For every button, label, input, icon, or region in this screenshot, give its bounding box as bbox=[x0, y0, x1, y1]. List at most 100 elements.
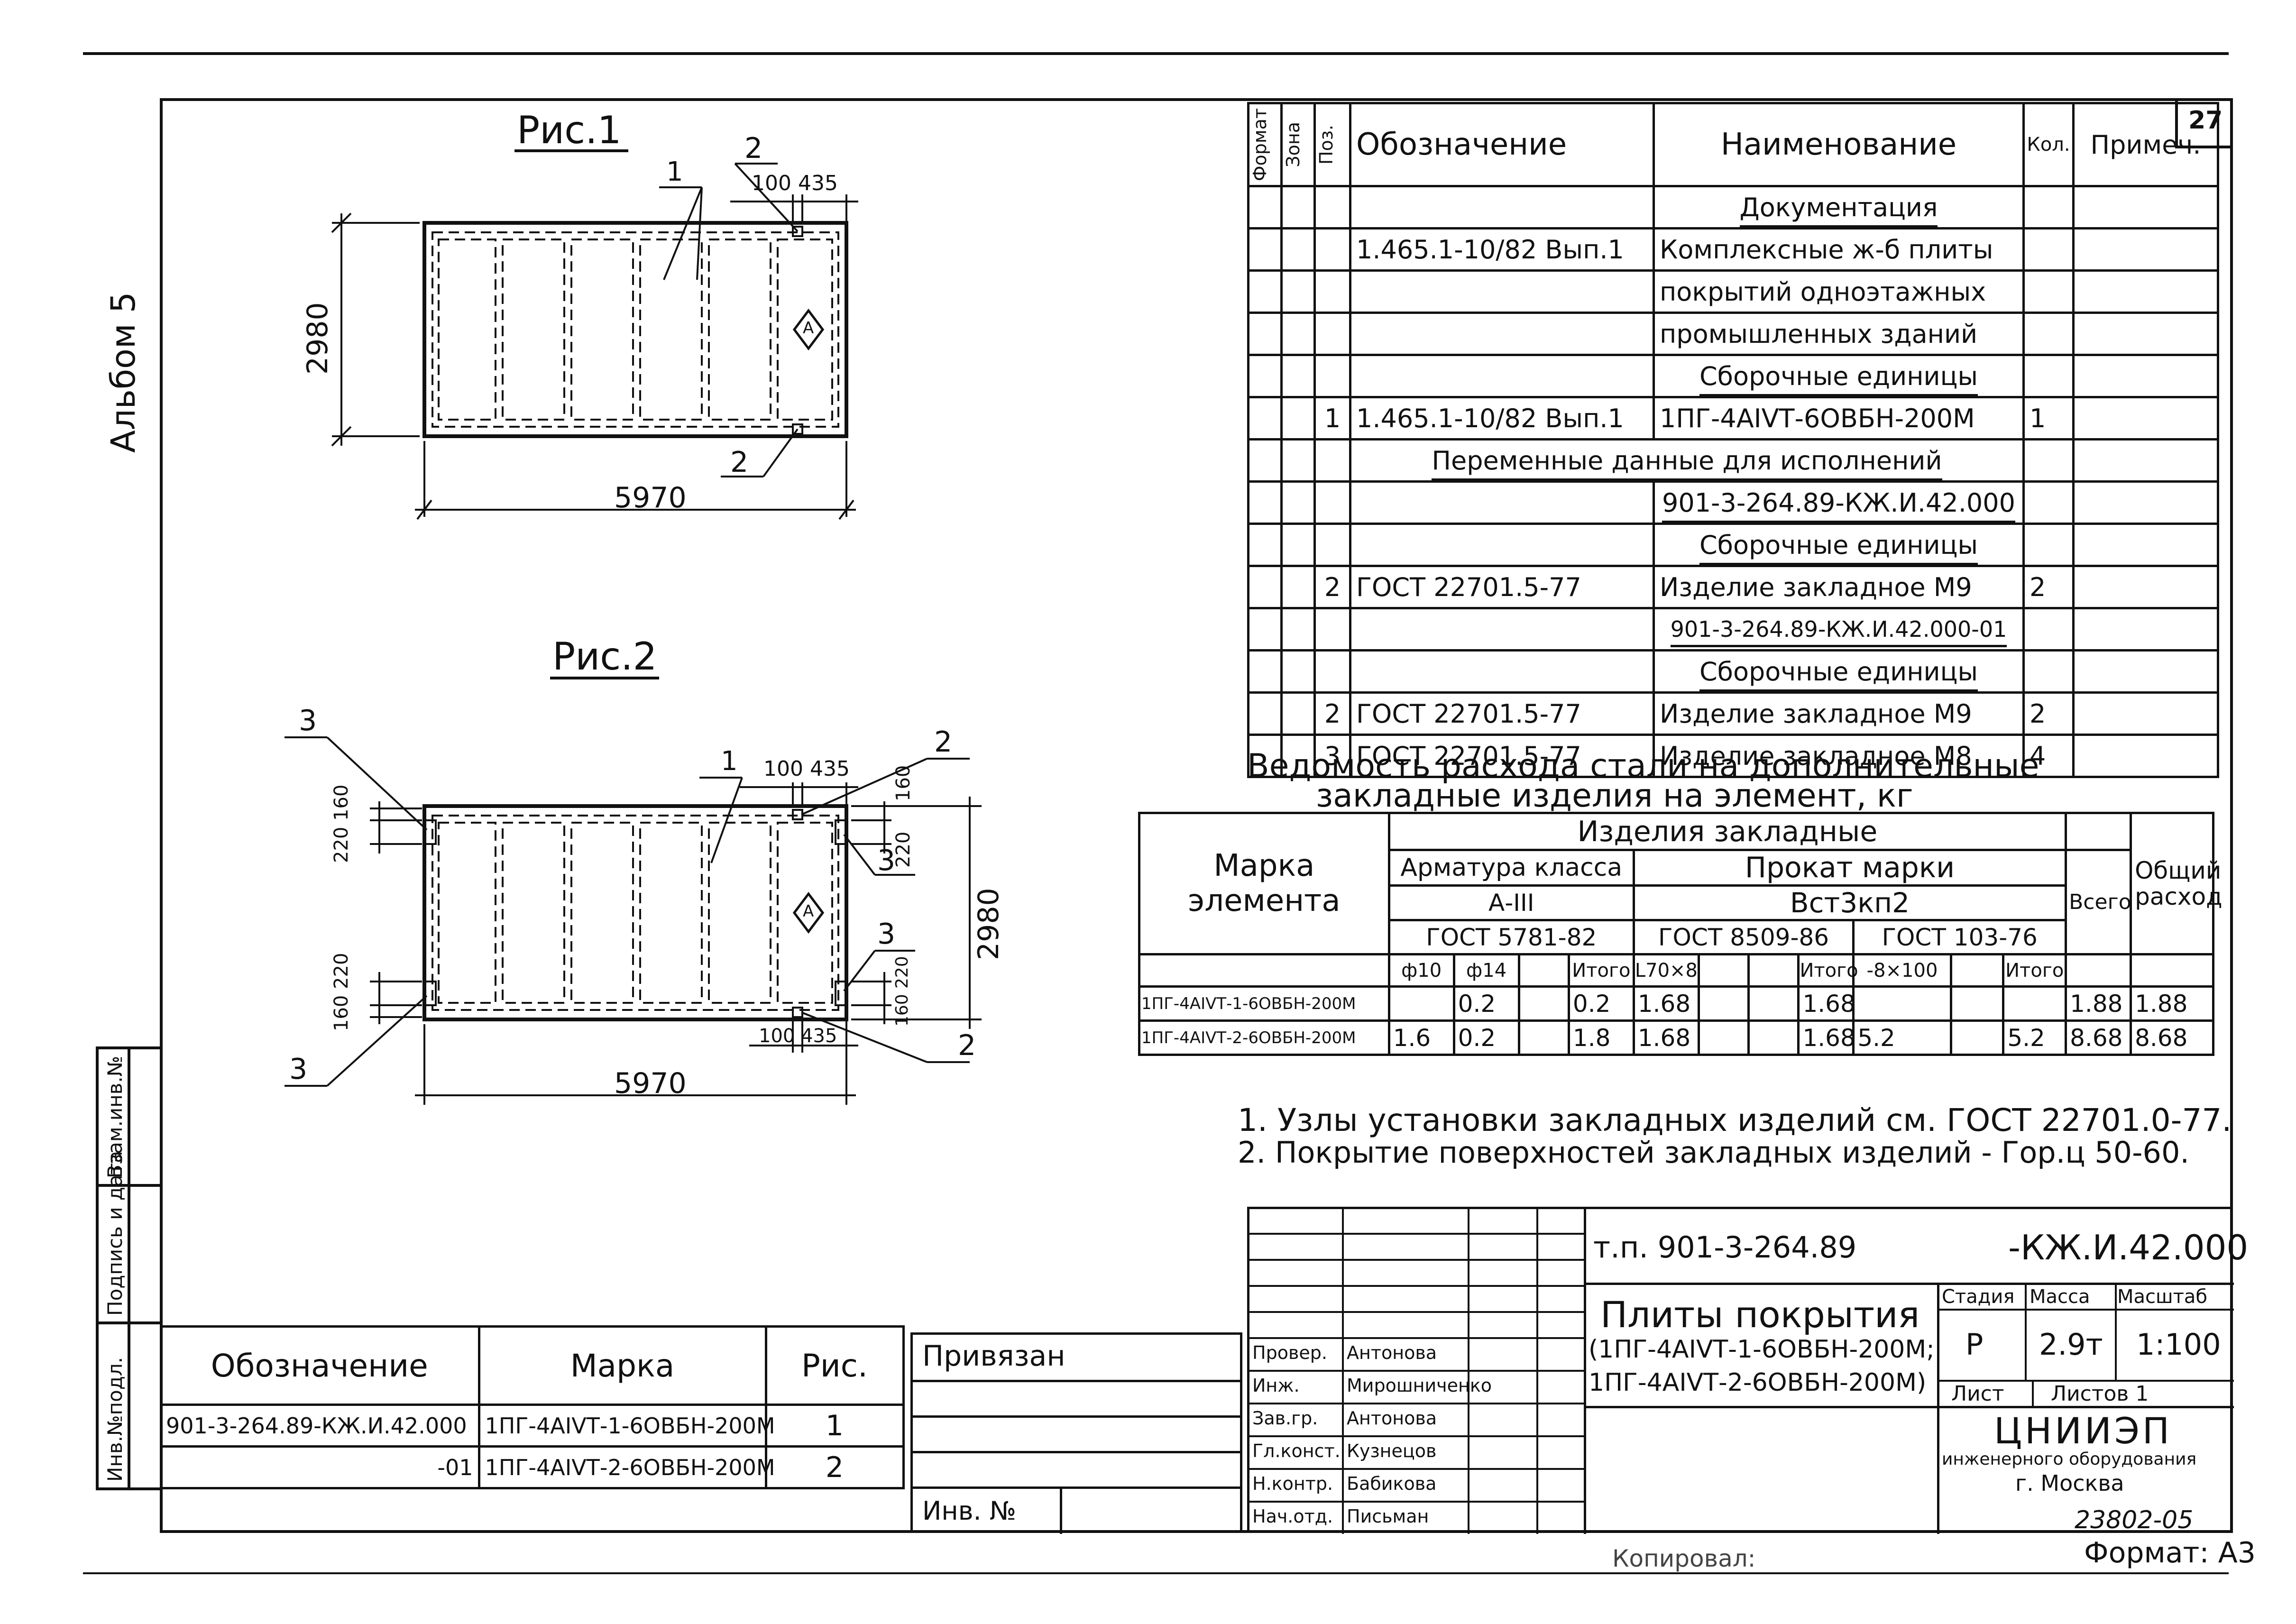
spec-cell-name: 1ПГ-4АIVТ-6ОВБН-200М bbox=[1653, 396, 2025, 440]
steel-h-strip: -8×100 bbox=[1852, 953, 1952, 988]
album-label: Альбом 5 bbox=[104, 292, 143, 453]
people-row-line bbox=[1249, 1435, 1586, 1437]
spec-cell-name: Документация bbox=[1653, 185, 2025, 229]
people-role: Зав.гр. bbox=[1252, 1408, 1318, 1429]
spec-cell-zone bbox=[1280, 523, 1316, 567]
people-name: Антонова bbox=[1347, 1342, 1437, 1363]
spec-cell-format bbox=[1247, 565, 1283, 609]
spec-row: Сборочные единицы bbox=[1247, 649, 2219, 694]
fig2-callout-2b: 2 bbox=[958, 1029, 976, 1062]
spec-cell-format bbox=[1247, 480, 1283, 525]
spec-h-pos: Поз. bbox=[1316, 124, 1337, 165]
people-row-line bbox=[1249, 1501, 1586, 1503]
spec-cell-name: Сборочные единицы bbox=[1653, 523, 2025, 567]
spec-name-text: покрытий одноэтажных bbox=[1660, 276, 1986, 307]
spec-cell-name: 901-3-264.89-КЖ.И.42.000 bbox=[1653, 480, 2025, 525]
tb-stage: Р bbox=[1965, 1327, 1984, 1362]
side-stamp-replace: Взам.инв.№ bbox=[103, 1055, 127, 1178]
spec-cell-zone bbox=[1280, 480, 1316, 525]
binding-inv: Инв. № bbox=[922, 1496, 1017, 1526]
spec-cell-note bbox=[2072, 396, 2219, 440]
tb-org-3: г. Москва bbox=[2015, 1470, 2124, 1496]
marks-h-designation: Обозначение bbox=[161, 1325, 480, 1406]
spec-cell-pos: 1 bbox=[1313, 396, 1351, 440]
marks-h-mark: Марка bbox=[478, 1325, 767, 1406]
fig1-callout-2b: 2 bbox=[730, 446, 749, 479]
fig1-dim-offsets: 100 435 bbox=[752, 171, 838, 195]
spec-cell-zone bbox=[1280, 185, 1316, 229]
fig1-dim-length: 5970 bbox=[614, 481, 687, 514]
spec-cell-designation bbox=[1349, 523, 1655, 567]
spec-name-text: Изделие закладное М9 bbox=[1660, 698, 1972, 729]
spec-cell-zone bbox=[1280, 269, 1316, 314]
steel-cell-strip: 5.2 bbox=[1852, 1019, 1952, 1056]
spec-name-text: 1ПГ-4АIVТ-6ОВБН-200М bbox=[1660, 403, 1975, 433]
spec-name-text: 901-3-264.89-КЖ.И.42.000-01 bbox=[1670, 616, 2007, 647]
tb-name-1: Плиты покрытия bbox=[1600, 1294, 1920, 1336]
spec-name-text: Комплексные ж-б плиты bbox=[1660, 234, 1993, 265]
spec-name-text: Документация bbox=[1739, 192, 1938, 228]
steel-cell-empty bbox=[1949, 1019, 2005, 1056]
spec-cell-pos bbox=[1313, 480, 1351, 525]
fig2-dim-height: 2980 bbox=[972, 888, 1005, 960]
marks-cell-mark: 1ПГ-4АIVТ-2-6ОВБН-200М bbox=[478, 1445, 775, 1489]
spec-cell-qty bbox=[2022, 354, 2075, 398]
spec-cell-designation: ГОСТ 22701.5-77 bbox=[1349, 734, 1655, 778]
tb-org-2: инженерного оборудования bbox=[1942, 1450, 2197, 1469]
fig1-dim-height: 2980 bbox=[301, 302, 334, 375]
spec-cell-note bbox=[2072, 691, 2219, 736]
spec-cell-qty bbox=[2022, 480, 2075, 525]
note-1: 1. Узлы установки закладных изделий см. … bbox=[1238, 1102, 2232, 1138]
steel-consumption-table: Марка элемента Изделия закладные Общий р… bbox=[1138, 812, 2223, 1056]
binding-title: Привязан bbox=[922, 1340, 1065, 1373]
marks-cell-designation: -01 bbox=[161, 1445, 480, 1489]
spec-cell-format bbox=[1247, 269, 1283, 314]
spec-h-zone: Зона bbox=[1283, 122, 1304, 167]
spec-cell-qty: 2 bbox=[2022, 565, 2075, 609]
fig2-dim-right-bottom: 220 bbox=[892, 956, 912, 989]
spec-cell-format bbox=[1247, 227, 1283, 272]
steel-cell-empty bbox=[1949, 985, 2005, 1022]
note-2: 2. Покрытие поверхностей закладных издел… bbox=[1238, 1135, 2190, 1170]
format-label: Формат: А3 bbox=[2084, 1536, 2256, 1569]
spec-cell-note bbox=[2072, 649, 2219, 694]
steel-h-rolled-grade: Вст3кп2 bbox=[1632, 884, 2067, 921]
fig2-title: Рис.2 bbox=[552, 634, 657, 679]
steel-title-line1: Ведомость расхода стали на дополнительны… bbox=[1247, 747, 2039, 785]
steel-h-mark: Марка элемента bbox=[1138, 812, 1390, 955]
people-role: Провер. bbox=[1252, 1342, 1327, 1363]
spec-cell-qty bbox=[2022, 227, 2075, 272]
steel-cell-total: 1.88 bbox=[2065, 985, 2132, 1022]
spec-row: Документация bbox=[1247, 185, 2219, 229]
spec-cell-zone bbox=[1280, 607, 1316, 651]
steel-h-rolled: Прокат марки bbox=[1632, 849, 2067, 887]
fig2-dim-left-top: 220 160 bbox=[331, 784, 352, 863]
spec-cell-zone bbox=[1280, 438, 1316, 483]
steel-cell-total: 8.68 bbox=[2065, 1019, 2132, 1056]
people-name: Письман bbox=[1347, 1506, 1429, 1527]
spec-name-text: Изделие закладное М9 bbox=[1660, 572, 1972, 602]
spec-cell-note bbox=[2072, 523, 2219, 567]
tb-org-1: ЦНИИЭП bbox=[1994, 1410, 2173, 1452]
spec-cell-designation: 1.465.1-10/82 Вып.1 bbox=[1349, 227, 1655, 272]
people-role: Н.контр. bbox=[1252, 1473, 1333, 1494]
spec-cell-qty: 2 bbox=[2022, 691, 2075, 736]
people-role: Инж. bbox=[1252, 1375, 1300, 1396]
spec-cell-pos bbox=[1313, 185, 1351, 229]
spec-cell-note bbox=[2072, 734, 2219, 778]
spec-cell-pos bbox=[1313, 312, 1351, 356]
steel-cell-itogo1: 0.2 bbox=[1567, 985, 1635, 1022]
people-name: Бабикова bbox=[1347, 1473, 1437, 1494]
steel-h-overall: Общий расход bbox=[2130, 812, 2223, 955]
steel-cell-mark: 1ПГ-4АIVТ-1-6ОВБН-200М bbox=[1138, 985, 1390, 1022]
steel-cell-overall: 8.68 bbox=[2130, 1019, 2214, 1056]
spec-row: покрытий одноэтажных bbox=[1247, 269, 2219, 314]
spec-row: Сборочные единицы bbox=[1247, 354, 2219, 398]
fig2-callout-3c: 3 bbox=[877, 844, 896, 877]
spec-cell-designation: 1.465.1-10/82 Вып.1 bbox=[1349, 396, 1655, 440]
spec-cell-zone bbox=[1280, 649, 1316, 694]
steel-h-itogo1: Итого bbox=[1567, 953, 1635, 988]
spec-cell-note bbox=[2072, 565, 2219, 609]
